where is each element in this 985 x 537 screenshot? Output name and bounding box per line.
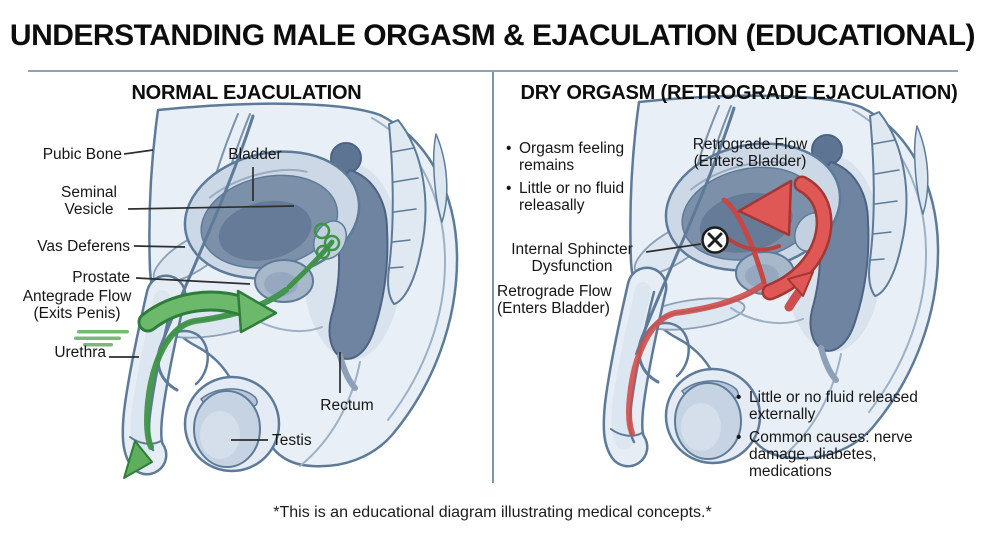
disclaimer-text: *This is an educational diagram illustra… (273, 504, 712, 521)
leader-lines (109, 149, 702, 441)
right-panel-header: DRY ORGASM (RETROGRADE EJACULATION) (520, 82, 958, 104)
label-line: (Exits Penis) (33, 305, 121, 322)
left-anatomy-figure (130, 104, 457, 471)
title-divider (28, 70, 958, 72)
label-line: Dysfunction (531, 258, 613, 275)
label-urethra: Urethra (54, 344, 106, 361)
label-internal-sphincter: Internal Sphincter Dysfunction (498, 241, 646, 275)
label-line: (Enters Bladder) (693, 153, 807, 170)
exit-arrow-icon (123, 440, 153, 479)
left-panel-header: NORMAL EJACULATION (131, 82, 362, 104)
label-pubic-bone: Pubic Bone (42, 146, 122, 163)
page-title: UNDERSTANDING MALE ORGASM & EJACULATION … (9, 19, 976, 52)
list-item: Little or no fluid releasally (506, 180, 646, 214)
label-testis: Testis (272, 432, 312, 449)
panel-divider (492, 72, 494, 483)
list-item: Orgasm feeling remains (506, 140, 646, 174)
label-line: (Enters Bladder) (497, 300, 610, 317)
label-bladder: Bladder (228, 146, 282, 163)
list-item: Little or no fluid released externally (736, 389, 962, 423)
retrograde-flow-arrow (625, 175, 833, 436)
label-line: Internal Sphincter (511, 241, 633, 258)
flow-speed-lines-icon (74, 330, 129, 347)
label-seminal-vesicle: Seminal Vesicle (61, 184, 117, 218)
label-retrograde-flow-left: Retrograde Flow (Enters Bladder) (497, 283, 647, 317)
blocked-sphincter-icon (701, 226, 729, 254)
label-line: Antegrade Flow (22, 288, 132, 305)
label-retrograde-flow-top: Retrograde Flow (Enters Bladder) (666, 136, 834, 170)
label-vas-deferens: Vas Deferens (37, 238, 130, 255)
list-item: Common causes: nerve damage, diabetes, m… (736, 429, 962, 480)
label-prostate: Prostate (72, 269, 130, 286)
label-rectum: Rectum (320, 397, 374, 414)
label-line: Retrograde Flow (497, 283, 612, 300)
label-antegrade-flow: Antegrade Flow (Exits Penis) (14, 288, 140, 322)
antegrade-flow-arrow (74, 222, 341, 479)
label-line: Retrograde Flow (692, 136, 808, 153)
symptom-list-top: Orgasm feeling remains Little or no flui… (506, 140, 646, 220)
symptom-list-bottom: Little or no fluid released externally C… (736, 389, 962, 486)
